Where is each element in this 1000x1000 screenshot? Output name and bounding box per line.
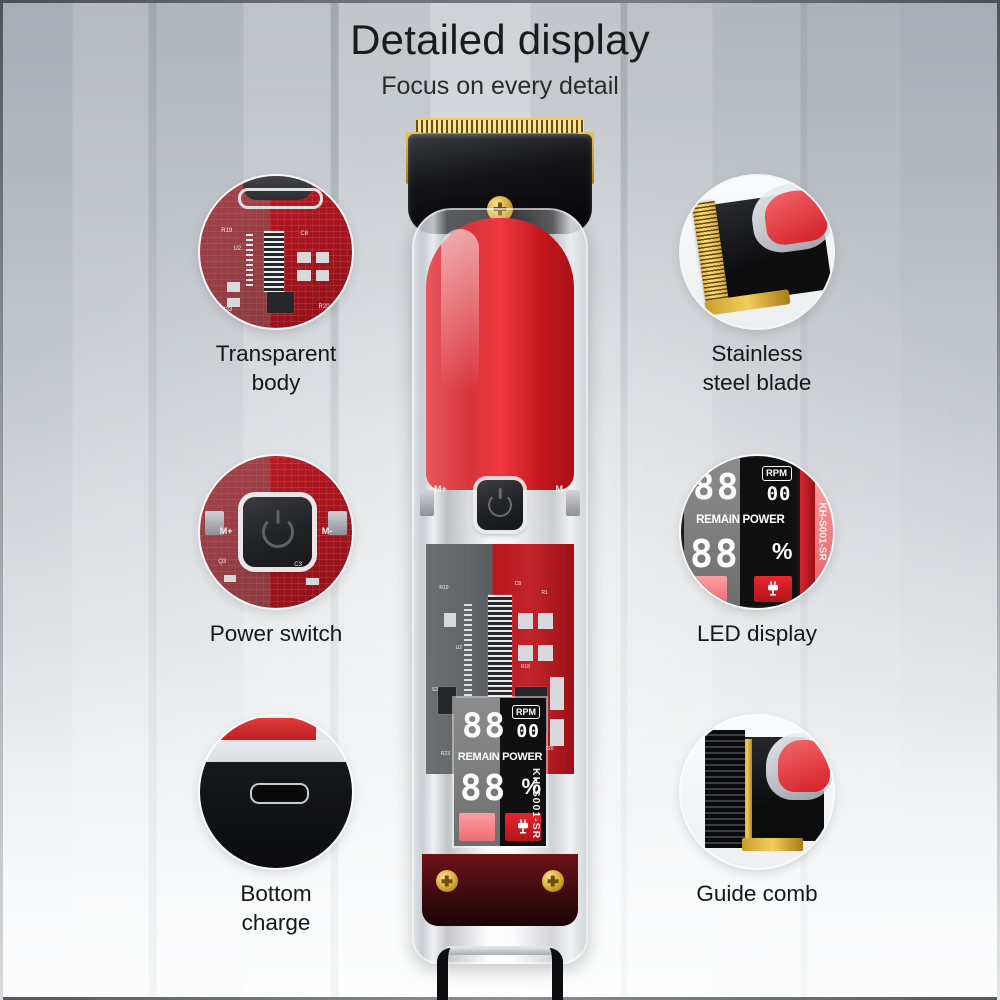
power-icon [488,493,512,517]
led-screen-icon: 88 RPM 00 REMAIN POWER 88 % KH-S001-SR [681,456,833,608]
frame-edge-left [0,0,3,1000]
led-percent-symbol: % [521,774,541,799]
frame-edge-bottom [0,997,1000,1000]
frame-edge-right [997,0,1000,1000]
page-title: Detailed display [350,16,650,63]
led-battery-digits: 88 [690,531,740,576]
led-rpm-value: 00 [516,721,540,742]
callout-led-display: 88 RPM 00 REMAIN POWER 88 % KH-S001-SR L… [681,456,833,649]
blade-status-icon [689,576,728,603]
callout-transparent-body: R19 U2 C8 R23 R20 Transparent body [200,176,352,398]
power-button-closeup-icon: M+ M- Q3 C3 [200,456,352,608]
charging-plug-icon [753,576,792,603]
callout-label: LED display [696,621,818,646]
product-hanging-loop [437,948,563,1000]
usb-c-connector [250,782,309,804]
page-subtitle: Focus on every detail [381,72,619,100]
led-remain-power-label: REMAIN POWER [457,751,543,763]
callout-bottom-charge: Bottom charge [200,716,352,938]
led-rpm-value: 00 [766,482,792,505]
product-led-display: 88 RPM 00 REMAIN POWER 88 % [454,698,546,846]
power-icon [261,515,294,548]
callout-guide-comb: Guide comb [681,716,833,909]
main-product-image: M+ M- R19 C8 R1 U2 U1 R18 R20 R23 [392,112,608,1000]
led-remain-power-label: REMAIN POWER [696,513,785,526]
chamber-gloss [440,228,480,393]
frame-edge-top [0,0,1000,3]
battery-tab-right [566,490,580,516]
callout-power-switch: M+ M- Q3 C3 Power switch [200,456,352,649]
callout-label: Transparent body [215,341,337,395]
callout-label: Bottom charge [240,881,312,935]
power-button-closeup [242,497,313,567]
product-model-text: KH-S001-SR [817,502,829,561]
callout-label: Guide comb [696,881,818,906]
bottom-screw-left [436,870,458,892]
pcb-closeup-icon: R19 U2 C8 R23 R20 [200,176,352,328]
callout-label: Power switch [209,621,343,646]
t-blade-icon [681,176,833,328]
blade-status-icon [459,813,495,841]
led-rpm-badge: RPM [512,705,540,719]
led-speed-digits: 88 [462,706,507,746]
battery-marker-minus: M- [555,484,567,494]
led-battery-digits: 88 [460,768,508,809]
callout-label: Stainless steel blade [702,341,812,395]
led-rpm-badge: RPM [761,465,792,481]
charging-plug-icon [505,813,541,841]
bottom-screw-right [542,870,564,892]
led-percent-symbol: % [772,537,793,564]
battery-marker-plus: M+ [434,484,447,494]
battery-tab-left [420,490,434,516]
power-button[interactable] [477,480,523,530]
blade-teeth [416,120,584,133]
loop-crossbar [446,946,554,955]
led-speed-digits: 88 [693,466,741,508]
guide-comb-icon [681,716,833,868]
usb-c-port-icon [200,716,352,868]
product-red-chamber [426,218,574,490]
callout-stainless-blade: Stainless steel blade [681,176,833,398]
